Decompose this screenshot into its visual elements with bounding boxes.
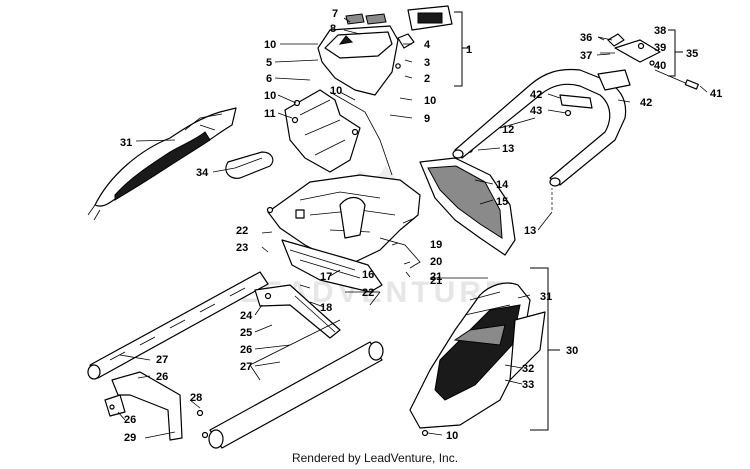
part-15-window-panel — [419, 147, 516, 256]
callout-42: 42 — [530, 89, 542, 101]
callout-18: 18 — [320, 302, 332, 314]
callout-7: 7 — [332, 8, 338, 20]
callout-12: 12 — [502, 124, 514, 136]
callout-10d: 10 — [424, 95, 436, 107]
callout-27b: 27 — [156, 354, 168, 366]
callout-41: 41 — [710, 88, 722, 100]
callout-2: 2 — [424, 73, 430, 85]
callout-36: 36 — [580, 32, 592, 44]
callout-33: 33 — [522, 379, 534, 391]
callout-37: 37 — [580, 50, 592, 62]
part-42-bracket — [559, 69, 631, 117]
callout-27: 27 — [240, 361, 252, 373]
callout-10e: 10 — [446, 430, 458, 442]
callout-34: 34 — [196, 167, 209, 179]
part-31-left-side-panel — [87, 107, 237, 221]
callout-43: 43 — [530, 105, 542, 117]
callout-39: 39 — [654, 42, 666, 54]
rendered-by-footer: Rendered by LeadVenture, Inc. — [291, 451, 459, 465]
callout-24: 24 — [240, 310, 253, 322]
callout-20: 20 — [430, 256, 442, 268]
callout-25: 25 — [240, 327, 252, 339]
callout-10b: 10 — [264, 90, 276, 102]
part-tunnel-mid-section — [266, 174, 421, 269]
callout-23: 23 — [236, 242, 248, 254]
callout-3: 3 — [424, 57, 430, 69]
callout-21b: 21 — [430, 275, 442, 287]
callout-26: 26 — [240, 344, 252, 356]
callout-13b: 13 — [524, 225, 536, 237]
callout-22b: 22 — [362, 287, 374, 299]
leader-lines — [117, 17, 708, 439]
callout-31b: 31 — [540, 291, 552, 303]
callout-21: 21 — [430, 271, 442, 283]
callout-26c: 26 — [124, 414, 136, 426]
callout-40: 40 — [654, 60, 666, 72]
callout-17: 17 — [320, 271, 332, 283]
part-24-bracket — [254, 284, 341, 339]
callout-38: 38 — [654, 25, 666, 37]
callout-5: 5 — [266, 57, 272, 69]
callout-4: 4 — [424, 39, 431, 51]
part-27-upper-rail — [87, 271, 269, 380]
callout-9: 9 — [424, 113, 430, 125]
callout-labels: 1 2 3 4 5 6 7 8 9 10 10 10 10 10 11 12 1… — [120, 8, 722, 444]
callout-11: 11 — [264, 108, 276, 120]
callout-42b: 42 — [640, 97, 652, 109]
callout-32: 32 — [522, 363, 534, 375]
bracket-group-30 — [530, 267, 560, 431]
callout-15: 15 — [496, 196, 508, 208]
callout-10: 10 — [264, 39, 276, 51]
callout-29: 29 — [124, 432, 136, 444]
callout-8: 8 — [330, 23, 336, 35]
part-30-right-side-panel — [409, 282, 546, 437]
part-9-splash-guard — [284, 89, 393, 176]
callout-10c: 10 — [330, 85, 342, 97]
callout-16: 16 — [362, 269, 374, 281]
callout-28: 28 — [190, 392, 202, 404]
callout-31: 31 — [120, 137, 132, 149]
part-27-lower-rail — [208, 341, 384, 449]
part-29-lower-bracket — [104, 371, 209, 441]
callout-30: 30 — [566, 345, 578, 357]
callout-1: 1 — [466, 44, 472, 56]
bracket-group-1 — [454, 11, 470, 87]
callout-19: 19 — [430, 239, 442, 251]
bracket-group-35 — [668, 29, 683, 77]
callout-26b: 26 — [156, 371, 168, 383]
callout-35: 35 — [686, 48, 698, 60]
part-12-grab-bar — [452, 68, 627, 187]
callout-22: 22 — [236, 225, 248, 237]
part-1-tail-light-assembly — [317, 5, 453, 96]
part-34-pad — [225, 151, 274, 179]
callout-13: 13 — [502, 143, 514, 155]
callout-6: 6 — [266, 73, 272, 85]
callout-14: 14 — [496, 179, 509, 191]
part-16-flap — [281, 239, 383, 293]
part-35-hitch-assembly — [597, 33, 699, 90]
